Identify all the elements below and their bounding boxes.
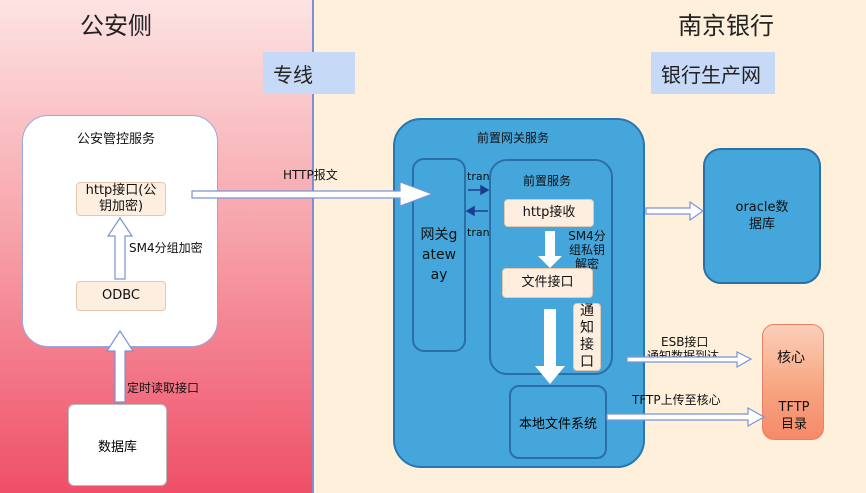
gateway-label: 网关gateway <box>420 227 458 283</box>
trans-top-label: trans <box>467 170 496 183</box>
oracle-database-box: oracle数据库 <box>703 148 821 284</box>
odbc-label: ODBC <box>101 288 140 303</box>
police-database-box: 数据库 <box>68 404 167 486</box>
notify-to-core-arrow <box>626 351 753 369</box>
local-file-system-label: 本地文件系统 <box>518 416 597 432</box>
sm4-encrypt-label: SM4分组加密 <box>129 241 203 255</box>
http-message-label: HTTP报文 <box>283 168 338 182</box>
service-to-oracle-arrow <box>645 200 705 222</box>
local-file-system-box: 本地文件系统 <box>509 385 607 459</box>
police-side-title: 公安侧 <box>80 12 152 40</box>
odbc-to-http-arrow <box>106 216 134 280</box>
front-gateway-service-title: 前置网关服务 <box>477 131 550 145</box>
timer-read-label: 定时读取接口 <box>127 381 200 395</box>
trans-bottom-label: trans <box>467 226 496 239</box>
bank-side-title: 南京银行 <box>678 12 774 40</box>
tftp-upload-label: TFTP上传至核心 <box>632 393 721 407</box>
receive-to-file-arrow <box>538 231 562 268</box>
trans-left-arrowhead <box>465 205 475 217</box>
http-receive-label: http接收 <box>522 205 576 220</box>
front-service-title: 前置服务 <box>523 174 572 188</box>
esb-interface-label: ESB接口 <box>661 335 709 349</box>
http-interface-box: http接口(公钥加密) <box>76 182 166 216</box>
odbc-box: ODBC <box>76 281 166 311</box>
notify-interface-box: 通知接口 <box>573 303 601 371</box>
file-interface-label: 文件接口 <box>521 275 574 290</box>
db-to-odbc-arrow <box>105 329 135 403</box>
file-interface-box: 文件接口 <box>502 268 593 298</box>
notify-interface-label: 通知接口 <box>580 303 594 370</box>
http-interface-label: http接口(公钥加密) <box>85 183 157 214</box>
http-receive-box: http接收 <box>504 199 594 227</box>
fs-to-core-arrow <box>606 406 766 428</box>
trans-right-arrowhead <box>480 184 490 196</box>
police-database-label: 数据库 <box>97 439 137 455</box>
file-to-fs-arrow <box>535 309 565 384</box>
core-label: 核心 <box>777 350 805 366</box>
oracle-database-label: oracle数据库 <box>735 200 789 232</box>
private-line-tag: 专线 <box>263 52 355 94</box>
sm4-decrypt-label: SM4分组私钥解密 <box>568 229 606 271</box>
tftp-directory-label: TFTP目录 <box>778 400 810 432</box>
bank-network-tag: 银行生产网 <box>651 52 775 94</box>
zone-divider <box>312 0 314 493</box>
police-control-service-title: 公安管控服务 <box>77 132 156 147</box>
http-to-gateway-arrow <box>191 181 434 207</box>
core-box <box>762 324 824 440</box>
